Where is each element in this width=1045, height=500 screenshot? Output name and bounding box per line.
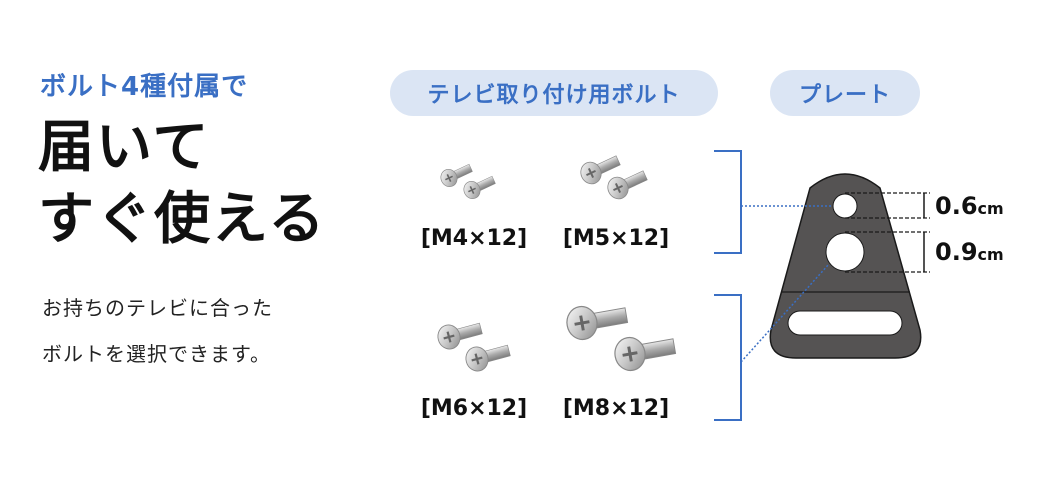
bracket-top bbox=[714, 150, 742, 254]
large-hole-dimension: 0.9cm bbox=[935, 238, 1004, 266]
small-hole bbox=[832, 193, 858, 219]
plate-slot bbox=[787, 310, 903, 336]
large-hole-value: 0.9 bbox=[935, 238, 978, 266]
plate-category-pill: プレート bbox=[770, 70, 920, 116]
bolt-label-m6: [M6×12] bbox=[420, 396, 528, 421]
small-hole-unit: cm bbox=[977, 199, 1004, 218]
subheadline: ボルト4種付属で bbox=[40, 72, 249, 102]
bolt-label-m5: [M5×12] bbox=[562, 226, 670, 251]
small-hole-dimension: 0.6cm bbox=[935, 192, 1004, 220]
small-hole-value: 0.6 bbox=[935, 192, 978, 220]
bolt-label-m8: [M8×12] bbox=[562, 396, 670, 421]
bracket-bottom bbox=[714, 294, 742, 421]
large-hole-unit: cm bbox=[977, 245, 1004, 264]
description-line-2: ボルトを選択できます。 bbox=[42, 342, 271, 366]
description-line-1: お持ちのテレビに合った bbox=[42, 296, 273, 320]
headline-line-1: 届いて bbox=[38, 115, 211, 180]
bolts-category-pill: テレビ取り付け用ボルト bbox=[390, 70, 718, 116]
headline-line-2: すぐ使える bbox=[38, 187, 327, 252]
bolt-label-m4: [M4×12] bbox=[420, 226, 528, 251]
large-hole bbox=[825, 232, 865, 272]
